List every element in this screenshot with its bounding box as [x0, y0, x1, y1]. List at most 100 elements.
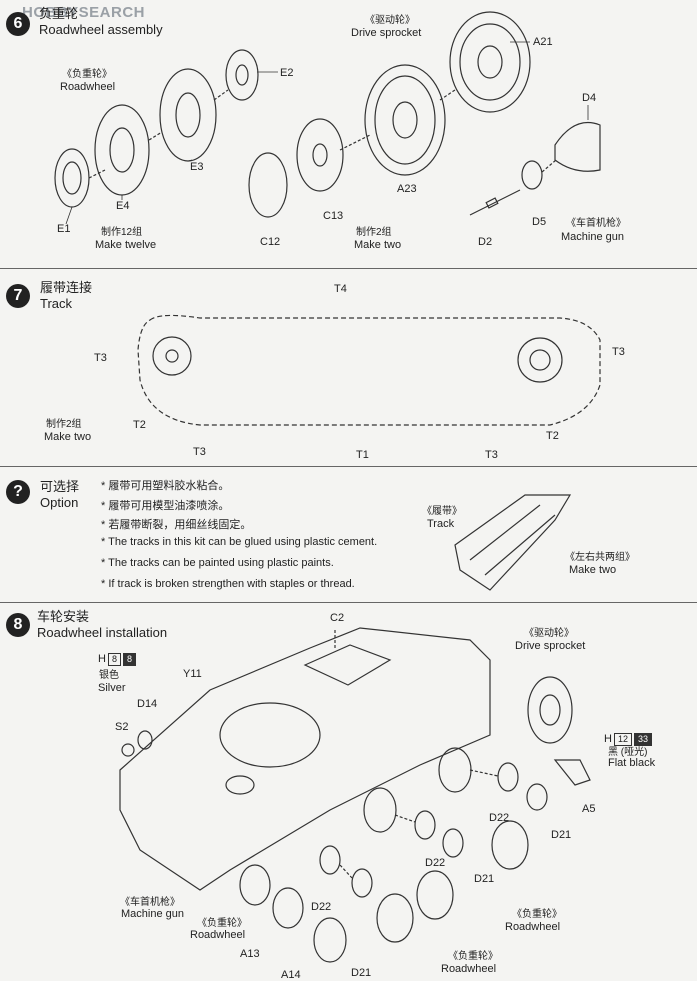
part-label-s2: S2: [115, 721, 129, 733]
roadwheel-5-drawing: [376, 893, 414, 943]
step8-mg-label-cn: 《车首机枪》: [120, 897, 180, 908]
part-label-a13: A13: [240, 948, 260, 960]
step8-roadwheel-label-cn-bottom: 《负重轮》: [448, 951, 498, 962]
mg-label-cn: 《车首机枪》: [566, 218, 626, 229]
black-label-cn: 黑 (哑光): [608, 747, 648, 758]
roadwheel-label-cn: 《负重轮》: [62, 69, 112, 80]
part-label-d4: D4: [582, 92, 597, 104]
part-e4-drawing: [94, 104, 150, 196]
step8-mg-label-en: Machine gun: [121, 908, 184, 920]
option-pair-label-en: Make two: [569, 564, 617, 576]
make12-label-cn: 制作12组: [101, 227, 143, 238]
part-label-d5: D5: [532, 216, 547, 228]
option-track-label-en: Track: [427, 518, 455, 530]
part-d2-drawing: [469, 189, 521, 216]
note-en-1: * The tracks in this kit can be glued us…: [101, 536, 378, 548]
watermark: HOBBYSEARCH: [22, 4, 146, 21]
part-e1-drawing: [54, 148, 90, 208]
part-d22-a-drawing: [497, 762, 519, 792]
part-label-e4: E4: [116, 200, 130, 212]
make2-label-cn: 制作2组: [356, 227, 392, 238]
track-loop-drawing: [137, 314, 601, 426]
part-label-a5: A5: [582, 803, 596, 815]
part-c12-drawing: [248, 152, 288, 218]
part-d21-a-drawing: [526, 783, 548, 811]
step8-sprocket-label-cn: 《驱动轮》: [524, 628, 574, 639]
make2-track-label-en: Make two: [44, 431, 92, 443]
note-cn-1: * 履带可用塑料胶水粘合。: [101, 480, 230, 492]
section-divider: [0, 602, 697, 603]
part-c13-drawing: [296, 118, 344, 192]
part-label-t3-left: T3: [94, 352, 107, 364]
part-label-d22-mid: D22: [425, 857, 446, 869]
roadwheel-1-drawing: [438, 747, 472, 793]
part-a13-drawing: [239, 864, 271, 906]
step8-roadwheel-label-en-bottom: Roadwheel: [441, 963, 497, 975]
part-label-d21-right: D21: [551, 829, 572, 841]
step8-title-cn: 车轮安装: [37, 609, 90, 624]
part-label-c2: C2: [330, 612, 345, 624]
roadwheel-4-drawing: [416, 870, 454, 920]
note-en-3: * If track is broken strengthen with sta…: [101, 578, 355, 590]
step8-sprocket-label-en: Drive sprocket: [515, 640, 586, 652]
step8-title-en: Roadwheel installation: [37, 625, 168, 640]
roadwheel-3-drawing: [363, 787, 397, 833]
part-a21-drawing: [449, 11, 531, 113]
part-label-t3-bottom-left: T3: [193, 446, 206, 458]
part-label-a23: A23: [397, 183, 417, 195]
section-divider: [0, 268, 697, 269]
step6-title-en: Roadwheel assembly: [39, 22, 163, 37]
step6-title-cn: 负重轮: [39, 6, 79, 21]
part-a5-drawing: [553, 759, 591, 786]
part-a23-drawing: [364, 64, 446, 176]
part-label-c12: C12: [260, 236, 281, 248]
part-label-t4: T4: [334, 283, 347, 295]
option-pair-label-cn: 《左右共两组》: [565, 552, 635, 563]
part-d4-drawing: [554, 121, 601, 172]
option-title-en: Option: [40, 495, 79, 510]
part-e3-drawing: [159, 68, 217, 162]
part-d21-b-drawing: [442, 828, 464, 858]
option-track-drawing: [454, 494, 572, 591]
part-label-d22-left: D22: [311, 901, 332, 913]
part-label-e3: E3: [190, 161, 204, 173]
option-title-cn: 可选择: [40, 479, 80, 494]
part-d22-c-drawing: [319, 845, 341, 875]
part-label-t2-left: T2: [133, 419, 146, 431]
part-a14-drawing: [313, 917, 347, 963]
option-track-label-cn: 《履带》: [422, 506, 462, 517]
step-number-7: 7: [6, 284, 30, 308]
make2-label-en: Make two: [354, 239, 402, 251]
silver-label-en: Silver: [98, 682, 126, 694]
step7-title-en: Track: [40, 296, 73, 311]
roadwheel-2-drawing: [491, 820, 529, 870]
part-label-d14: D14: [137, 698, 158, 710]
part-s2-drawing: [121, 743, 135, 757]
part-label-d21-bottom: D21: [351, 967, 372, 979]
part-label-e2: E2: [280, 67, 294, 79]
idler-wheel-drawing: [152, 336, 192, 376]
part-label-t2-right: T2: [546, 430, 559, 442]
step8-roadwheel-label-en-left: Roadwheel: [190, 929, 246, 941]
note-cn-3: * 若履带断裂，用细丝线固定。: [101, 519, 252, 531]
part-label-d21-mid: D21: [474, 873, 495, 885]
part-label-a14: A14: [281, 969, 301, 981]
part-d5-drawing: [521, 160, 543, 190]
step-number-8: 8: [6, 613, 30, 637]
step8-roadwheel-label-cn-right: 《负重轮》: [512, 909, 562, 920]
part-label-d22-right: D22: [489, 812, 510, 824]
note-en-2: * The tracks can be painted using plasti…: [101, 557, 334, 569]
roadwheel-6-drawing: [272, 887, 304, 929]
part-label-e1: E1: [57, 223, 71, 235]
hull-drawing: [119, 627, 491, 891]
section-divider: [0, 466, 697, 467]
sprocket-wheel-drawing: [517, 337, 563, 383]
part-label-t1: T1: [356, 449, 369, 461]
mg-label-en: Machine gun: [561, 231, 624, 243]
part-d21-c-drawing: [351, 868, 373, 898]
part-label-t3-right: T3: [612, 346, 625, 358]
step8-roadwheel-label-cn-left: 《负重轮》: [197, 918, 247, 929]
part-d22-b-drawing: [414, 810, 436, 840]
